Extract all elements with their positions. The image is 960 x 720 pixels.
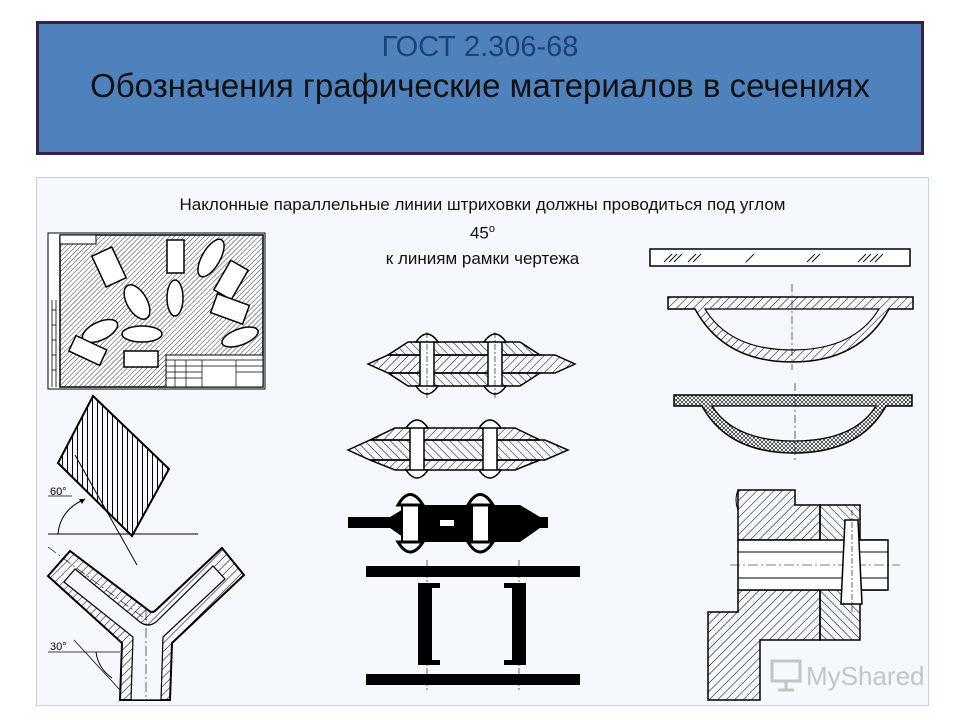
watermark: MyShared [770, 659, 925, 692]
dish-section-nonmetal [673, 383, 913, 462]
caption-line-1: Наклонные параллельные линии штриховки д… [179, 195, 786, 214]
standard-number: ГОСТ 2.306-68 [381, 31, 579, 63]
drawing-sheet [47, 232, 266, 390]
y-branch-section-30 [46, 546, 246, 701]
dish-section-hatched [667, 284, 914, 370]
channel-profiles-solid [366, 560, 580, 690]
bolted-joint-2 [346, 419, 570, 479]
angle-value: 45 [469, 223, 489, 243]
angle-unit: о [488, 223, 496, 235]
watermark-text: MyShared [806, 661, 925, 691]
bolted-joint-1 [366, 332, 577, 398]
caption-line-3: к линиям рамки чертежа [385, 248, 580, 268]
inclined-section-60 [48, 394, 198, 566]
presentation-icon [770, 659, 802, 692]
slide-heading: Обозначения графические материалов в сеч… [90, 67, 870, 104]
caption-line-2: 45о [36, 217, 929, 246]
glass-strip-section [649, 248, 911, 267]
angle-60-label: 60° [50, 486, 67, 498]
title-banner: ГОСТ 2.306-68 Обозначения графические ма… [36, 21, 924, 155]
shaft-housing-assembly [707, 489, 900, 701]
caption: Наклонные параллельные линии штриховки д… [36, 192, 929, 271]
angle-30-label: 30° [50, 641, 67, 653]
bolted-joint-3-solid [348, 493, 548, 554]
